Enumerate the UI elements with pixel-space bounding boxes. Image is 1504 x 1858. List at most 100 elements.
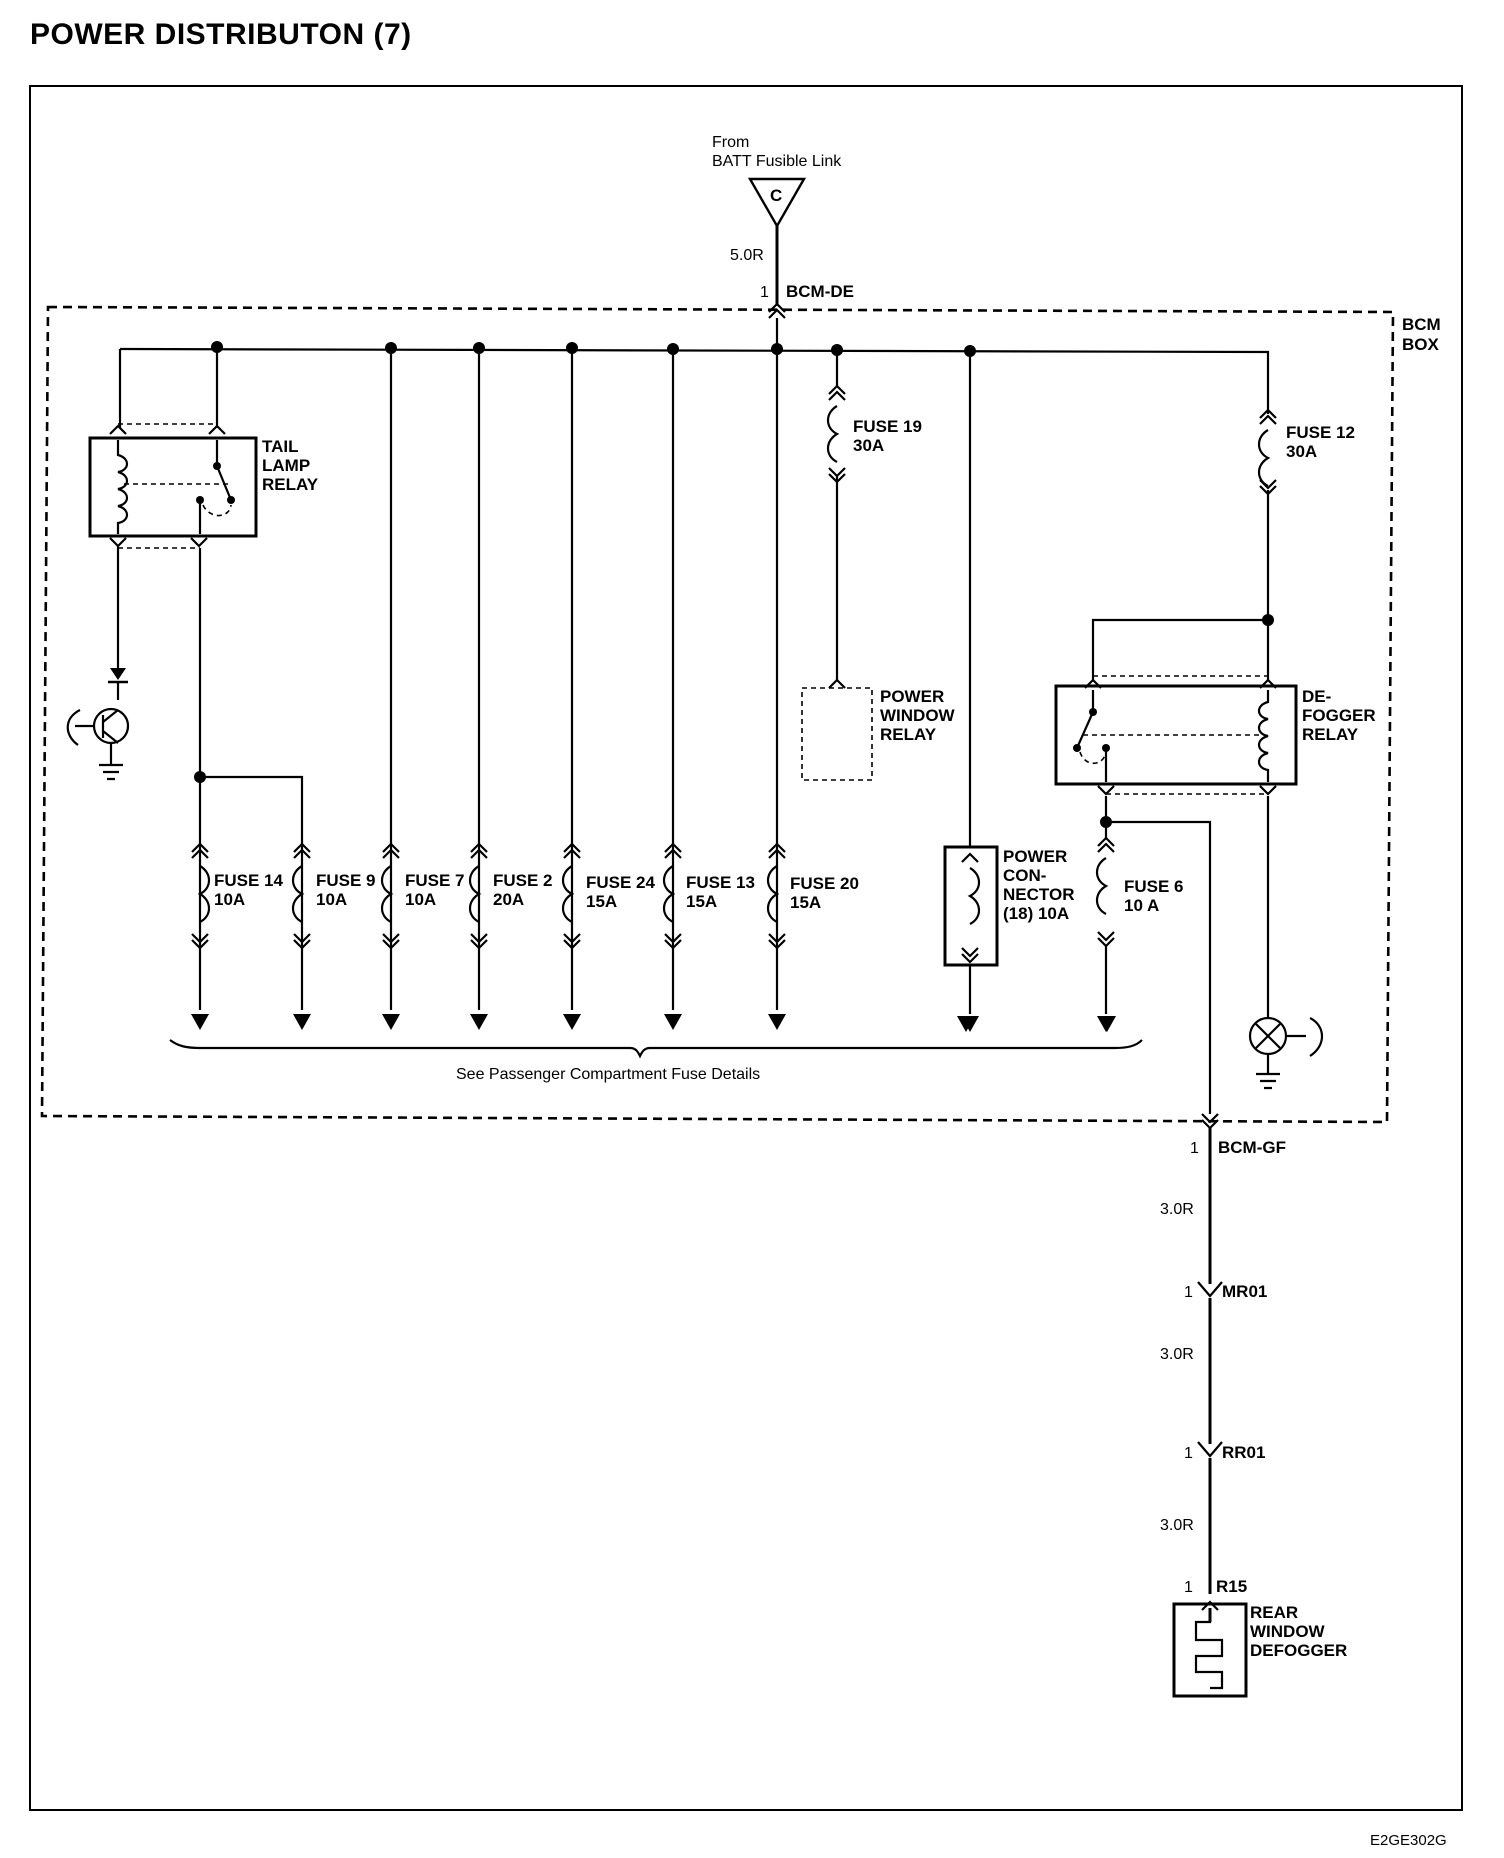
tail-relay-feeds — [118, 347, 219, 428]
mr01-connector: MR01 — [1222, 1282, 1267, 1301]
fuse-details-brace — [169, 1039, 1143, 1059]
defogger-relay-input-pins-icon — [1084, 678, 1277, 689]
fuse-output-arrow-icon — [382, 1014, 400, 1030]
fuse-output-arrow-icon — [470, 1014, 488, 1030]
bcm-gf-pin: 1 — [1190, 1140, 1199, 1157]
tail-relay-contact-dot — [227, 496, 235, 504]
fuse-output-arrow-icon — [664, 1014, 682, 1030]
fuse-column-wires — [389, 348, 779, 1010]
document-code: E2GE302G — [1370, 1832, 1447, 1849]
defogger-relay-contact-dot — [1089, 708, 1097, 716]
tail-relay-label-2: LAMP — [262, 456, 310, 475]
fuse9-feed-wire — [200, 775, 304, 1010]
fuse-13-rating: 15A — [686, 892, 717, 911]
tail-relay-label-1: TAIL — [262, 437, 299, 456]
power-connector-label-4: (18) 10A — [1003, 904, 1069, 923]
defogger-relay-label-1: DE- — [1302, 687, 1331, 706]
mr01-pin: 1 — [1184, 1284, 1193, 1301]
defogger-relay-contact-dot — [1073, 744, 1081, 752]
defogger-relay — [1054, 684, 1298, 786]
indicator-lamp-cross — [1255, 1023, 1281, 1049]
page-title: POWER DISTRIBUTON (7) — [30, 18, 412, 51]
ground-icon — [99, 743, 123, 781]
transistor-input-icon — [66, 709, 94, 746]
rr01-pin: 1 — [1184, 1445, 1193, 1462]
heater-element-icon — [1194, 1600, 1224, 1690]
defogger-relay-arc — [1079, 751, 1107, 765]
fuse-2-name: FUSE 2 — [493, 871, 553, 890]
defogger-relay-feeds — [1091, 618, 1270, 680]
fuse-output-arrow-icon — [768, 1014, 786, 1030]
power-connector-box — [943, 845, 999, 967]
power-connector-label-2: CON- — [1003, 866, 1046, 885]
fuse-20-icon — [766, 842, 786, 950]
connector-c-letter: C — [770, 186, 782, 205]
load-label-1: REAR — [1250, 1603, 1298, 1622]
fuse-12-rating: 30A — [1286, 442, 1317, 461]
source-wire-size: 5.0R — [730, 247, 764, 264]
defogger-relay-label-3: RELAY — [1302, 725, 1359, 744]
fuse-12-icon — [1257, 408, 1277, 496]
bcm-box-label-2: BOX — [1402, 335, 1440, 354]
fuse-13-icon — [662, 842, 682, 950]
fuse-12-name: FUSE 12 — [1286, 423, 1355, 442]
connector-c-triangle-icon — [747, 177, 807, 229]
tail-relay-output-pins-icon — [109, 537, 208, 548]
defogger-relay-coil-icon — [1257, 690, 1270, 782]
fuse-7-rating: 10A — [405, 890, 436, 909]
fuse-9-rating: 10A — [316, 890, 347, 909]
tail-lamp-relay — [88, 436, 258, 538]
fuse-7-name: FUSE 7 — [405, 871, 465, 890]
power-connector-fuse-icon — [961, 852, 981, 964]
power-connector-arrow-icon — [961, 1016, 979, 1032]
fuse-6-rating: 10 A — [1124, 896, 1159, 915]
tail-relay-input-pins-icon — [109, 424, 226, 435]
fuse-columns — [389, 348, 779, 1010]
rr01-connector: RR01 — [1222, 1443, 1265, 1462]
fuse-20-rating: 15A — [790, 893, 821, 912]
source-fusible-link-label: BATT Fusible Link — [712, 153, 842, 170]
fuse-6-icon — [1095, 836, 1115, 948]
r15-wire-size: 3.0R — [1160, 1517, 1194, 1534]
fuse-24-rating: 15A — [586, 892, 617, 911]
defogger-relay-switch-icon — [1075, 690, 1095, 749]
diagram-frame — [29, 85, 1463, 1811]
fuse-13-name: FUSE 13 — [686, 873, 755, 892]
power-window-label-1: POWER — [880, 687, 944, 706]
load-label-3: DEFOGGER — [1250, 1641, 1347, 1660]
fuse-24-name: FUSE 24 — [586, 873, 656, 892]
fuse-19-icon — [826, 384, 846, 484]
fuse-19-name: FUSE 19 — [853, 417, 922, 436]
main-bus — [119, 347, 1270, 410]
power-connector-label-3: NECTOR — [1003, 885, 1074, 904]
rr01-wire-size: 3.0R — [1160, 1346, 1194, 1363]
defogger-relay-dashed-leads — [1093, 675, 1268, 795]
tail-relay-contact-dot — [213, 462, 221, 470]
fuse-output-arrow-icon — [191, 1014, 209, 1030]
ground-icon — [1256, 1054, 1280, 1090]
bcm-gf-connector-icon — [1201, 1113, 1219, 1130]
mr01-connector-icon — [1197, 1281, 1223, 1298]
tail-relay-coil-icon — [116, 440, 129, 534]
fuse-24-icon — [561, 842, 581, 950]
fuse-output-arrow-icon — [1097, 1016, 1115, 1032]
bcm-box-label-1: BCM — [1402, 315, 1441, 334]
fuse-6-feed-wire — [1104, 796, 1212, 1114]
power-window-pin-icon — [828, 678, 846, 689]
fuse-19-rating: 30A — [853, 436, 884, 455]
power-window-label-2: WINDOW — [880, 706, 956, 725]
bcm-de-connector-icon — [768, 302, 786, 319]
bcm-de-connector: BCM-DE — [786, 282, 854, 301]
fuse-7-icon — [380, 842, 400, 950]
source-from-label: From — [712, 134, 749, 151]
fuse-20-name: FUSE 20 — [790, 874, 859, 893]
indicator-lamp-output-icon — [1286, 1017, 1324, 1057]
tail-relay-dashed-leads — [118, 423, 217, 549]
fuse-output-arrow-icon — [563, 1014, 581, 1030]
r15-pin: 1 — [1184, 1579, 1193, 1596]
fuse-14-icon — [191, 842, 211, 950]
rr01-connector-icon — [1197, 1441, 1223, 1458]
fuse-output-arrow-icon — [293, 1014, 311, 1030]
fuse-2-icon — [468, 842, 488, 950]
